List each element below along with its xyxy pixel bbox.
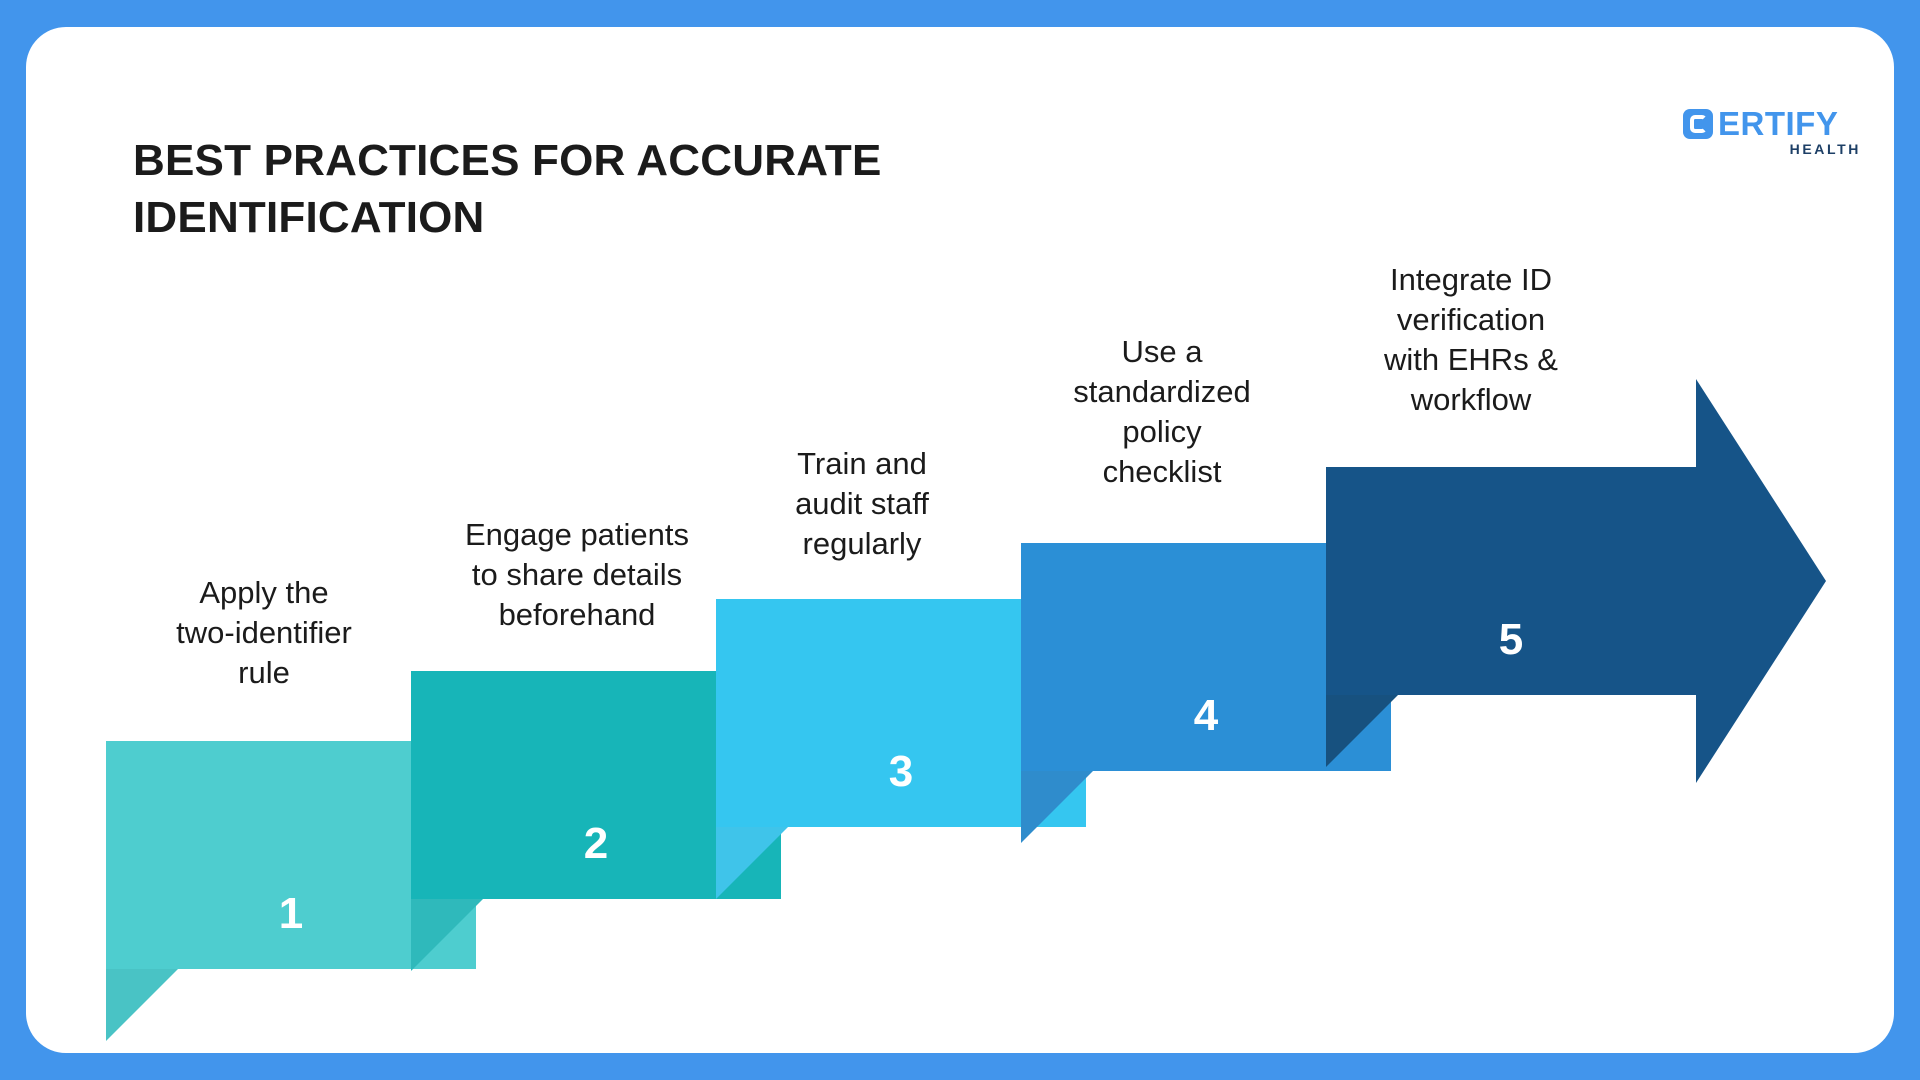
step-1-caption-line-3: rule (238, 654, 290, 690)
step-2-caption-line-1: Engage patients (464, 517, 690, 552)
logo-subtitle: HEALTH (1789, 141, 1861, 157)
step-5-arrow-head-icon (1696, 379, 1826, 783)
step-3-caption-line-1: Train and (797, 446, 927, 481)
step-5-caption-line-4: workflow (1410, 381, 1532, 417)
page-title-line-1: BEST PRACTICES FOR ACCURATE (133, 136, 882, 185)
step-3-caption: Train and audit staff regularly (726, 444, 998, 564)
page-title-line-2: IDENTIFICATION (133, 193, 485, 243)
step-4-caption: Use a standardized policy checklist (1036, 332, 1288, 492)
step-4-caption-line-4: checklist (1102, 453, 1222, 489)
step-2-caption-line-2: to share details (471, 556, 683, 592)
logo-row: ERTIFY (1683, 107, 1838, 140)
step-3-caption-line-2: audit staff (795, 485, 929, 521)
step-2-fold-icon (411, 899, 483, 971)
page-title: BEST PRACTICES FOR ACCURATE IDENTIFICATI… (133, 132, 1033, 246)
step-4-fold-icon (1021, 771, 1093, 843)
step-5-block-body (1326, 467, 1696, 695)
logo-wordmark: ERTIFY (1718, 105, 1839, 142)
step-1-caption-line-1: Apply the (199, 575, 329, 610)
step-4-caption-line-3: policy (1122, 413, 1202, 449)
step-4-caption-line-2: standardized (1073, 373, 1251, 409)
step-5-caption-line-3: with EHRs & (1384, 341, 1558, 377)
step-1-number: 1 (278, 889, 304, 938)
step-5-fold-icon (1326, 695, 1398, 767)
step-4-caption-line-1: Use a (1121, 334, 1203, 369)
step-3-fold-icon (716, 827, 788, 899)
step-3-caption-line-3: regularly (802, 525, 922, 561)
step-4-number: 4 (1193, 691, 1219, 740)
step-1-caption-line-2: two-identifier (176, 614, 352, 650)
step-5-caption-line-2: verification (1396, 301, 1546, 337)
step-1-caption: Apply the two-identifier rule (126, 573, 402, 693)
step-3-number: 3 (888, 747, 914, 796)
step-1-fold-icon (106, 969, 178, 1041)
step-5-block: 5 (1326, 379, 1826, 783)
certify-c-mark-icon (1683, 108, 1713, 139)
step-2-caption: Engage patients to share details beforeh… (421, 515, 733, 635)
step-2-caption-line-3: beforehand (498, 596, 656, 632)
infographic-card: BEST PRACTICES FOR ACCURATE IDENTIFICATI… (26, 27, 1894, 1053)
step-5-caption: Integrate ID verification with EHRs & wo… (1346, 260, 1596, 420)
step-2-number: 2 (583, 819, 609, 868)
step-5-caption-line-1: Integrate ID (1390, 262, 1552, 297)
step-5-number: 5 (1498, 615, 1524, 664)
steps-chart: Apply the two-identifier rule 1 Engage p… (26, 27, 1894, 1053)
certify-health-logo: ERTIFY HEALTH (1683, 107, 1863, 169)
